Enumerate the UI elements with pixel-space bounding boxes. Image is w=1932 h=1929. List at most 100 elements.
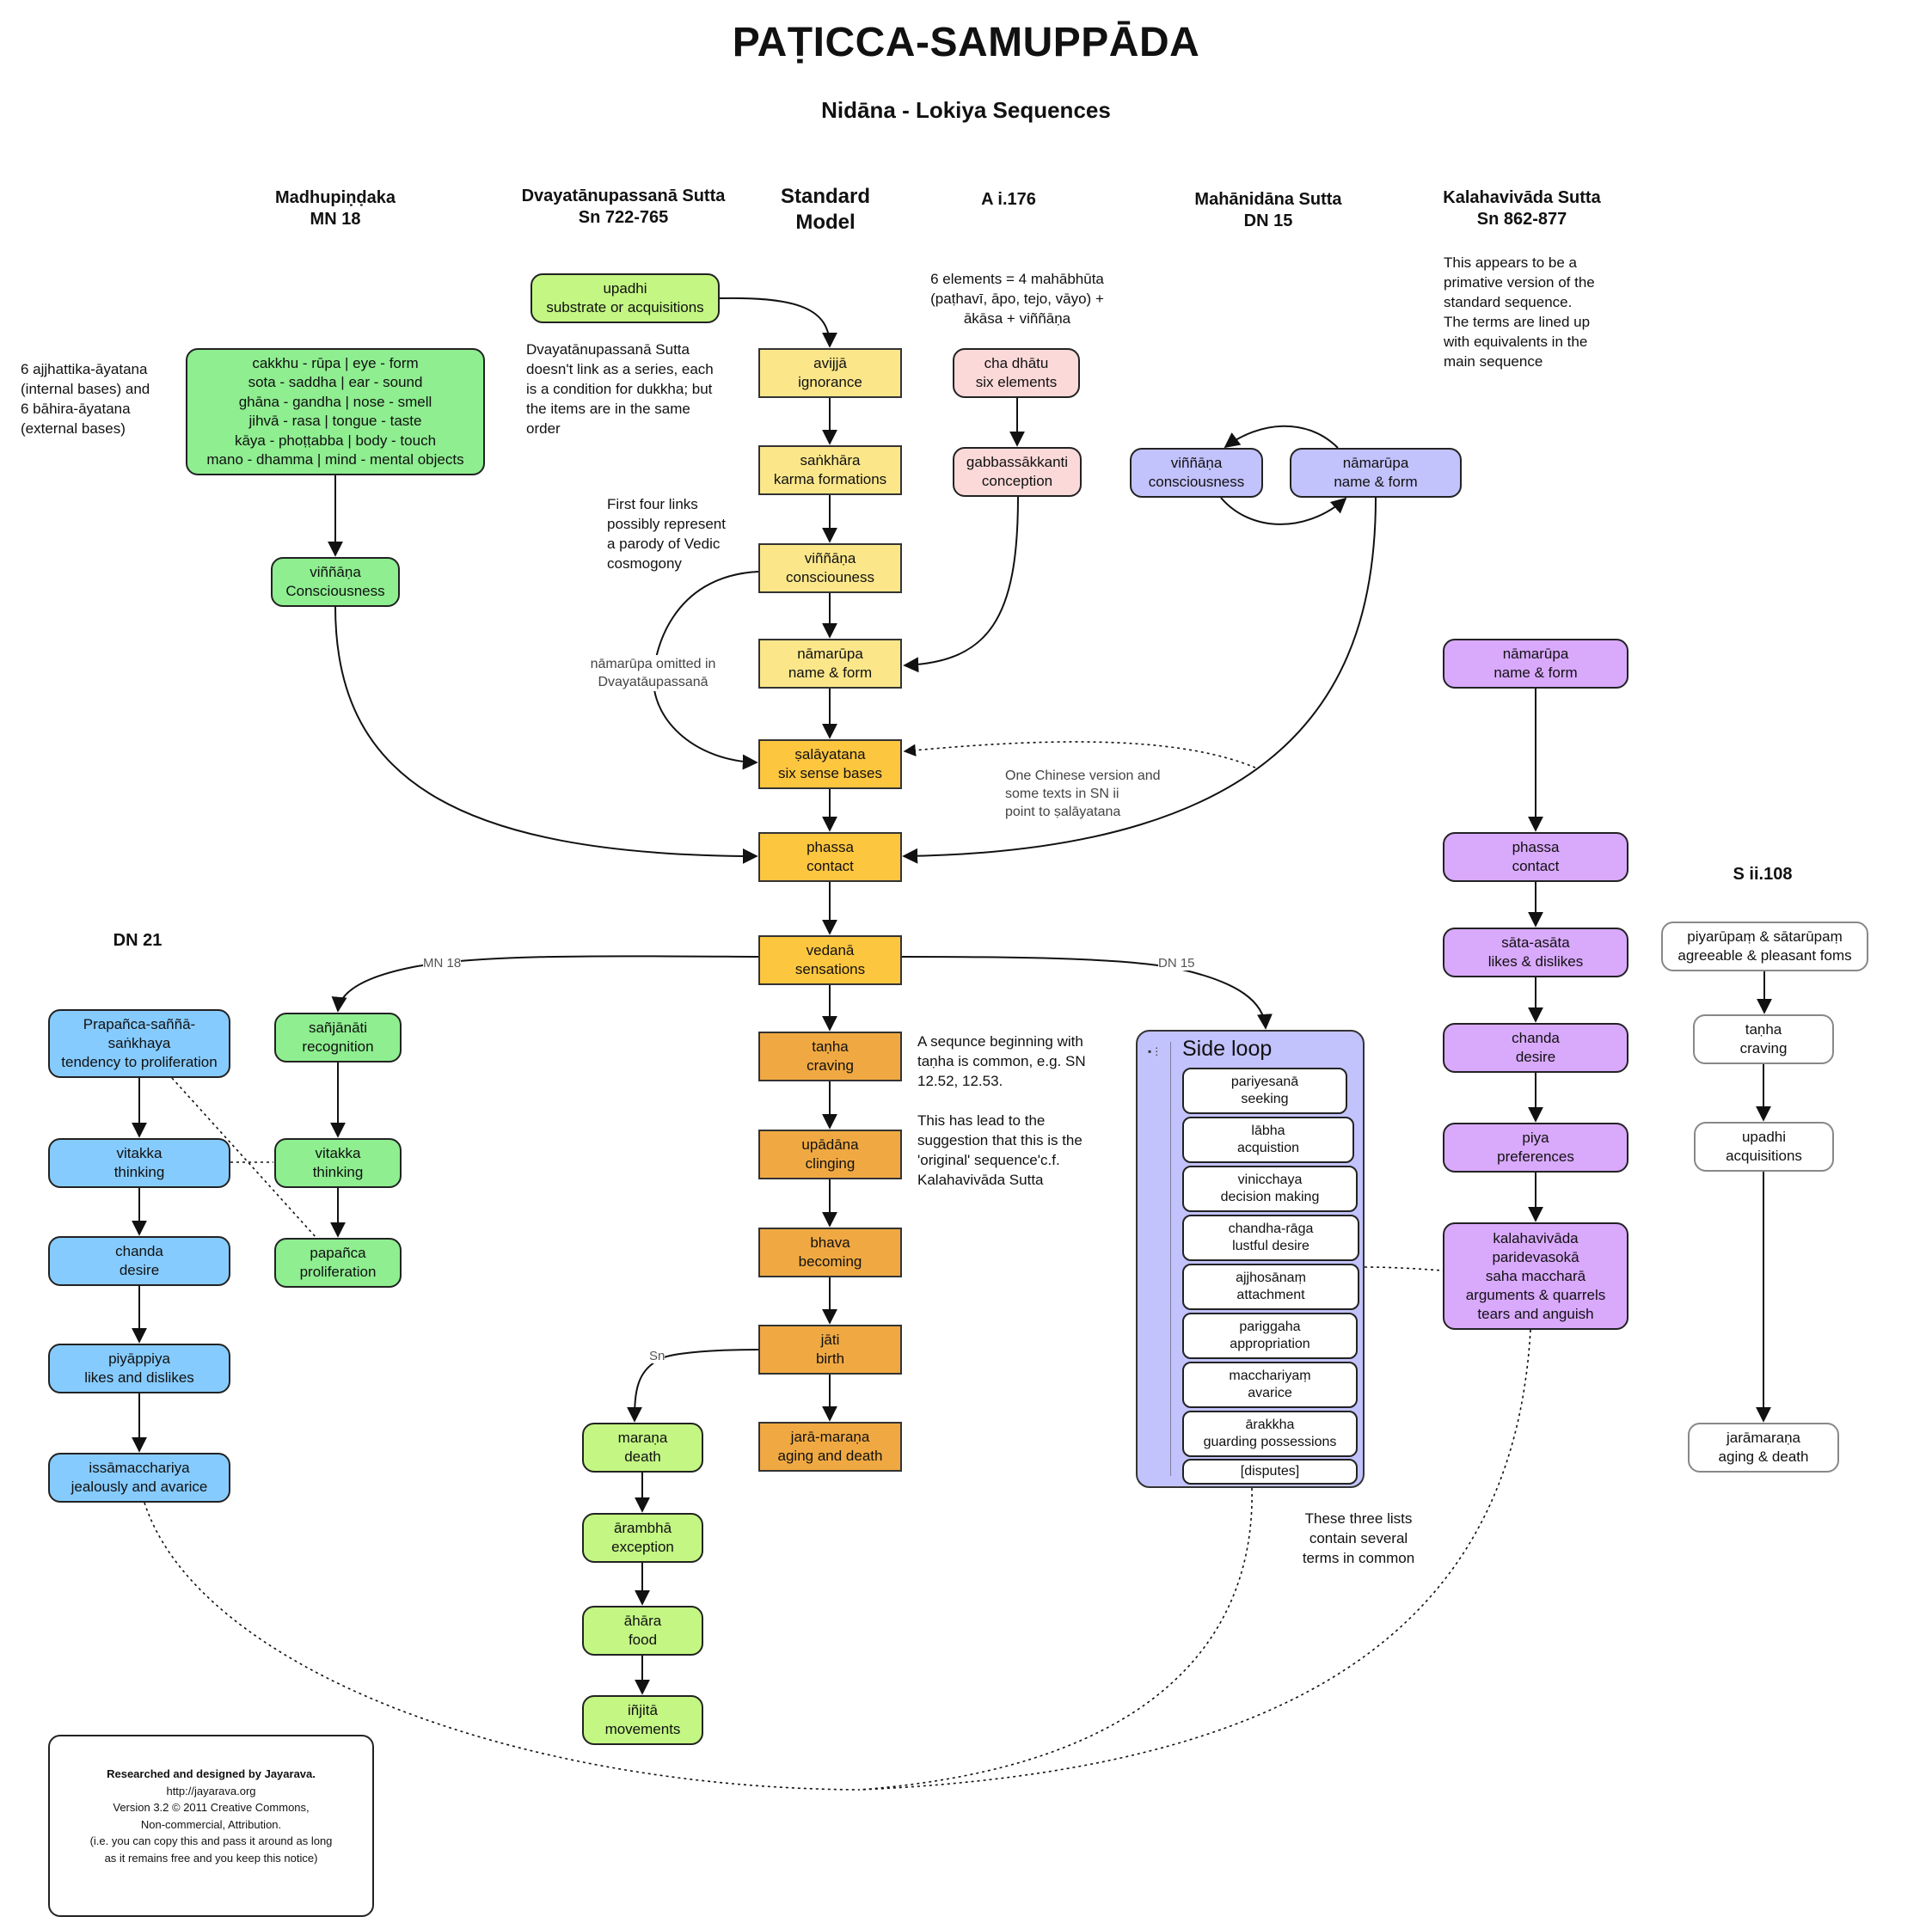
node-standard-bhava[interactable]: bhava becoming	[758, 1228, 902, 1277]
column-header-s108: S ii.108	[1694, 864, 1831, 885]
node-pali: upadhi	[1741, 1129, 1787, 1145]
node-english: name & form	[788, 664, 873, 681]
node-s108-tanha[interactable]: taṇha craving	[1693, 1014, 1834, 1064]
node-pali: viññāṇa	[310, 564, 361, 580]
side-loop-item[interactable]: ārakkha guarding possessions	[1182, 1411, 1358, 1457]
node-line: kalahavivāda	[1493, 1229, 1579, 1246]
node-line: desire	[119, 1262, 160, 1278]
node-pali: avijjā	[813, 355, 847, 371]
side-loop-item[interactable]: pariggaha appropriation	[1182, 1313, 1358, 1359]
side-loop-container[interactable]: ▪⋮ Side loop pariyesanā seeking lābha ac…	[1136, 1030, 1365, 1488]
node-line: saṅkhaya	[107, 1035, 171, 1051]
node-standard-tanha[interactable]: taṇha craving	[758, 1032, 902, 1081]
node-english: movements	[604, 1721, 681, 1737]
node-standard-jaramarana[interactable]: jarā-maraṇa aging and death	[758, 1422, 902, 1472]
credits-notice: (i.e. you can copy this and pass it arou…	[89, 1834, 333, 1847]
node-english: attachment	[1236, 1288, 1305, 1302]
node-line: thinking	[113, 1164, 165, 1180]
side-loop-item[interactable]: vinicchaya decision making	[1182, 1166, 1358, 1212]
node-mn18-vitakka[interactable]: vitakka thinking	[274, 1138, 402, 1188]
node-pali: jarā-maraṇa	[790, 1429, 870, 1445]
column-ref: Model	[795, 211, 856, 234]
note-line: (internal bases) and	[21, 381, 150, 397]
side-loop-item[interactable]: chandha-rāga lustful desire	[1182, 1215, 1359, 1261]
node-sn-injita[interactable]: iñjitā movements	[582, 1695, 703, 1745]
node-english: birth	[815, 1350, 845, 1367]
side-loop-item[interactable]: ajjhosānaṃ attachment	[1182, 1264, 1359, 1310]
side-loop-item[interactable]: lābha acquistion	[1182, 1117, 1354, 1163]
node-pali: pariggaha	[1239, 1320, 1301, 1334]
node-kv-namarupa[interactable]: nāmarūpa name & form	[1443, 639, 1628, 689]
page-subtitle: Nidāna - Lokiya Sequences	[821, 97, 1111, 123]
node-a176-gabbassakkanti[interactable]: gabbassākkanti conception	[953, 447, 1082, 497]
node-dn21-issamacchariya[interactable]: issāmacchariya jealously and avarice	[48, 1453, 230, 1503]
node-standard-upadana[interactable]: upādāna clinging	[758, 1130, 902, 1179]
note-first-four: First four links possibly represent a pa…	[607, 494, 726, 573]
node-line: likes and dislikes	[84, 1369, 194, 1386]
node-mn18-papanca[interactable]: papañca proliferation	[274, 1238, 402, 1288]
node-sn-marana[interactable]: maraṇa death	[582, 1423, 703, 1473]
note-line: (paṭhavī, āpo, tejo, vāyo) +	[930, 291, 1104, 307]
node-standard-vedana[interactable]: vedanā sensations	[758, 935, 902, 985]
node-line: piyāppiya	[108, 1350, 170, 1367]
node-pali: iñjitā	[628, 1702, 658, 1718]
node-english: thinking	[312, 1164, 364, 1180]
note-line: possibly represent	[607, 516, 726, 532]
node-s108-upadhi[interactable]: upadhi acquisitions	[1694, 1122, 1834, 1172]
node-dn15-vinnana[interactable]: viññāṇa consciousness	[1130, 448, 1263, 498]
node-standard-salayatana[interactable]: ṣalāyatana six sense bases	[758, 739, 902, 789]
side-loop-item[interactable]: macchariyaṃ avarice	[1182, 1362, 1358, 1408]
node-dvayata-upadhi[interactable]: upadhi substrate or acquisitions	[531, 273, 720, 323]
note-line: Dvayatāupassanā	[598, 675, 708, 689]
note-line: (external bases)	[21, 420, 126, 437]
node-english: exception	[611, 1539, 674, 1555]
node-line: nāmarūpa	[1502, 646, 1569, 662]
node-standard-vinnana[interactable]: viññāṇa consciouness	[758, 543, 902, 593]
node-mn18-sanjanati[interactable]: sañjānāti recognition	[274, 1013, 402, 1062]
side-loop-item[interactable]: pariyesanā seeking	[1182, 1068, 1347, 1114]
node-line: kāya - phoṭṭabba | body - touch	[234, 432, 437, 449]
note-spacer	[917, 1091, 1086, 1111]
credits-version: Version 3.2 © 2011 Creative Commons,	[113, 1801, 310, 1814]
node-dn15-namarupa[interactable]: nāmarūpa name & form	[1290, 448, 1462, 498]
node-line: mano - dhamma | mind - mental objects	[206, 451, 464, 468]
column-name: Dvayatānupassanā Sutta	[521, 187, 726, 205]
edge-label-dn15: DN 15	[1158, 956, 1195, 971]
credits-url[interactable]: http://jayarava.org	[166, 1784, 256, 1797]
note-line: nāmarūpa omitted in	[590, 657, 716, 671]
column-name: S ii.108	[1733, 865, 1793, 884]
node-dn21-prapanca[interactable]: Prapañca-saññā- saṅkhaya tendency to pro…	[48, 1009, 230, 1078]
node-dn21-chanda[interactable]: chanda desire	[48, 1236, 230, 1286]
node-kv-kalahavivada[interactable]: kalahavivāda paridevasokā saha maccharā …	[1443, 1222, 1628, 1330]
note-line: This appears to be a	[1444, 254, 1577, 271]
note-line: The terms are lined up	[1444, 314, 1591, 330]
node-standard-jati[interactable]: jāti birth	[758, 1325, 902, 1375]
node-standard-phassa[interactable]: phassa contact	[758, 832, 902, 882]
node-sn-arambha[interactable]: ārambhā exception	[582, 1513, 703, 1563]
note-line: contain several	[1309, 1530, 1408, 1546]
node-dn21-piyappiya[interactable]: piyāppiya likes and dislikes	[48, 1344, 230, 1393]
node-kv-piya[interactable]: piya preferences	[1443, 1123, 1628, 1173]
node-madhupindaka-vinnana[interactable]: viññāṇa Consciousness	[271, 557, 400, 607]
node-line: arguments & quarrels	[1465, 1286, 1606, 1303]
arrow-gabbassakkanti-namarupa	[903, 496, 1019, 673]
node-sn-ahara[interactable]: āhāra food	[582, 1606, 703, 1656]
node-a176-chadhatu[interactable]: cha dhātu six elements	[953, 348, 1080, 398]
dotted-sideloop-kalaha	[1364, 1266, 1444, 1271]
note-line: This has lead to the	[917, 1112, 1046, 1129]
node-pali: chandha-rāga	[1228, 1222, 1314, 1236]
node-standard-sankhara[interactable]: saṅkhāra karma formations	[758, 445, 902, 495]
node-standard-avijja[interactable]: avijjā ignorance	[758, 348, 902, 398]
node-pali: gabbassākkanti	[966, 454, 1069, 470]
collapse-tree-icon[interactable]: ▪⋮	[1148, 1045, 1162, 1057]
node-s108-piyarupam[interactable]: piyarūpaṃ & sātarūpaṃ agreeable & pleasa…	[1661, 922, 1868, 971]
node-madhupindaka-bases[interactable]: cakkhu - rūpa | eye - form sota - saddha…	[186, 348, 485, 475]
node-standard-namarupa[interactable]: nāmarūpa name & form	[758, 639, 902, 689]
node-dn21-vitakka[interactable]: vitakka thinking	[48, 1138, 230, 1188]
side-loop-item-disputes[interactable]: [disputes]	[1182, 1459, 1358, 1485]
node-s108-jaramarana[interactable]: jarāmaraṇa aging & death	[1688, 1423, 1839, 1473]
node-kv-chanda[interactable]: chanda desire	[1443, 1023, 1628, 1073]
column-name: Kalahavivāda Sutta	[1443, 188, 1601, 207]
node-kv-phassa[interactable]: phassa contact	[1443, 832, 1628, 882]
node-kv-sata-asata[interactable]: sāta-asāta likes & dislikes	[1443, 928, 1628, 977]
